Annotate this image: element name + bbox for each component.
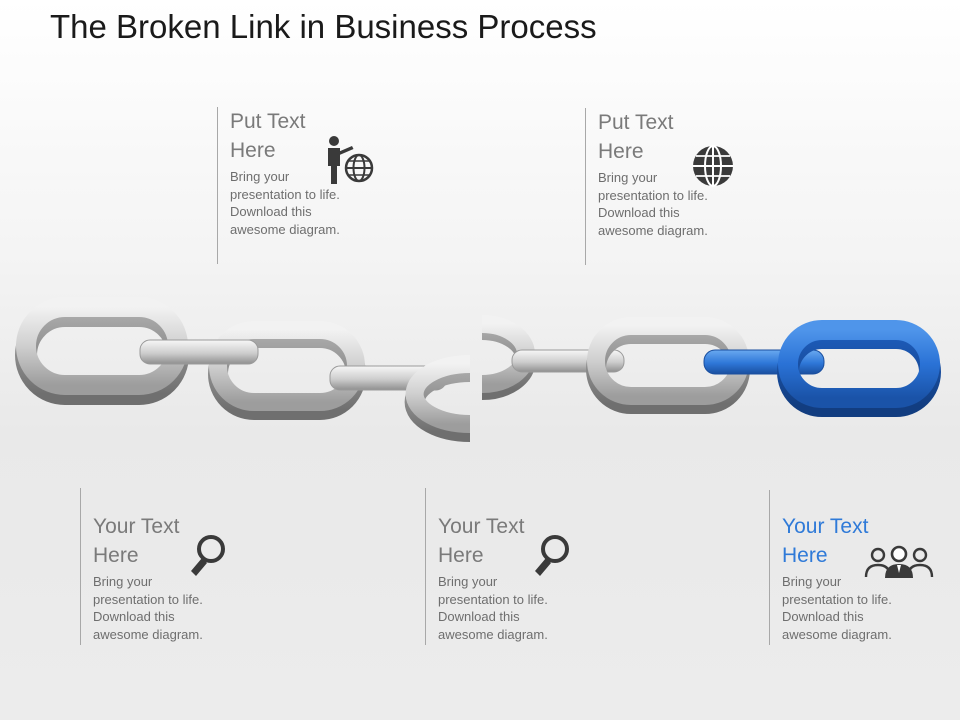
block-body: Bring your presentation to life. Downloa… (782, 574, 892, 642)
text-block-top-1: Put Text Here Bring your presentation to… (217, 107, 370, 264)
block-heading: Your Text Here (93, 515, 180, 567)
block-body: Bring your presentation to life. Downloa… (230, 169, 340, 237)
magnifier-icon (535, 535, 569, 576)
block-body: Bring your presentation to life. Downloa… (93, 574, 203, 642)
broken-half-left (404, 355, 471, 442)
chain-link-blue (777, 320, 941, 417)
block-heading: Your Text Here (782, 515, 869, 567)
presenter-globe-icon (328, 136, 374, 184)
block-body: Bring your presentation to life. Downloa… (438, 574, 548, 642)
chain-bar-1 (139, 339, 259, 365)
text-block-bottom-1: Your Text Here Bring your presentation t… (80, 488, 233, 645)
team-icon (864, 545, 934, 578)
block-heading: Put Text Here (230, 110, 306, 162)
text-block-bottom-3: Your Text Here Bring your presentation t… (769, 490, 922, 645)
magnifier-icon (191, 535, 225, 576)
block-heading: Your Text Here (438, 515, 525, 567)
block-body: Bring your presentation to life. Downloa… (598, 170, 708, 238)
page-title: The Broken Link in Business Process (50, 8, 597, 45)
block-heading: Put Text Here (598, 111, 674, 163)
text-block-top-2: Put Text Here Bring your presentation to… (585, 108, 738, 265)
text-block-bottom-2: Your Text Here Bring your presentation t… (425, 488, 578, 645)
globe-icon (693, 145, 733, 187)
